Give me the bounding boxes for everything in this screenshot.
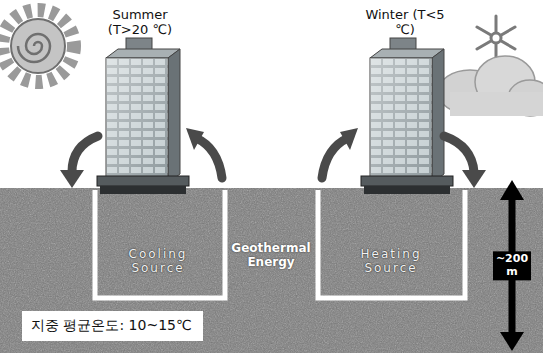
- flow-arrowhead: [60, 128, 486, 188]
- flow-arrow: [72, 136, 474, 178]
- flow-arrow: [322, 138, 348, 178]
- source-label: Cooling Source: [116, 248, 200, 276]
- flow-arrowhead: [186, 128, 204, 150]
- depth-arrow: [500, 180, 524, 200]
- flow-arrowhead: [462, 170, 486, 188]
- cloud-snow-icon: [438, 16, 543, 116]
- note-box: 지중 평균온도: 10~15℃: [22, 311, 203, 341]
- snowflake-icon: [477, 27, 515, 49]
- sun-icon: [11, 19, 65, 73]
- ground: [0, 188, 543, 353]
- building: [361, 38, 453, 194]
- flow-arrowhead: [60, 170, 84, 188]
- flow-arrow: [444, 136, 474, 172]
- cloud-snow-icon: [450, 92, 543, 116]
- season-label: Winter (T<5 ℃): [363, 8, 447, 38]
- flow-arrow: [72, 136, 98, 172]
- ground-loop: [95, 190, 465, 298]
- snowflake-icon: [477, 27, 515, 49]
- sun-icon: [2, 10, 74, 82]
- flow-arrowhead: [340, 128, 358, 150]
- ground-loop: [318, 190, 465, 298]
- depth-label: ~200 m: [493, 251, 531, 280]
- building: [97, 38, 453, 194]
- note-text: 지중 평균온도: 10~15℃: [31, 317, 192, 335]
- energy-label: Geothermal Energy: [225, 242, 317, 270]
- snowflake-icon: [491, 33, 501, 43]
- ground: [0, 188, 543, 353]
- depth-arrow: [500, 332, 524, 351]
- sun-icon: [18, 34, 50, 62]
- building: [97, 38, 189, 194]
- snowflake-icon: [477, 16, 515, 60]
- season-label: Summer (T>20 ℃): [98, 8, 182, 38]
- sun-icon: [2, 10, 74, 82]
- ground-loop: [95, 190, 225, 298]
- ground: [0, 188, 543, 353]
- flow-arrow: [196, 138, 222, 178]
- source-label: Heating Source: [349, 248, 433, 276]
